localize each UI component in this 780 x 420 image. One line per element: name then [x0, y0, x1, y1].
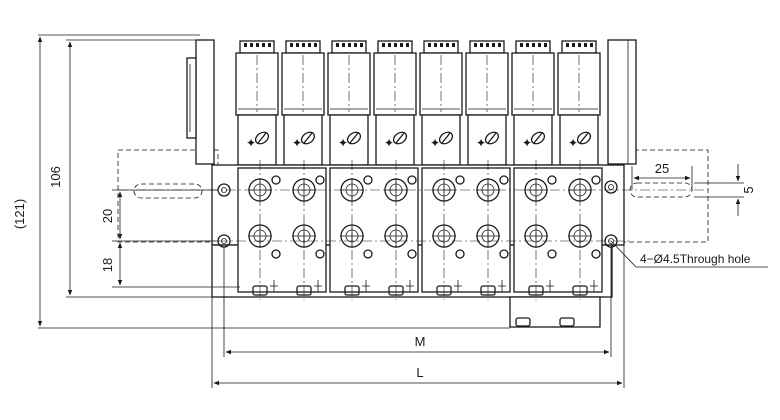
- through-hole-callout: 4−Ø4.5Through hole: [610, 240, 768, 268]
- indicator-mark: ✦: [568, 136, 578, 150]
- override-knob: [346, 131, 362, 145]
- indicator-mark: ✦: [292, 136, 302, 150]
- cap-teeth: [566, 43, 593, 47]
- sub-plate-4: [513, 160, 603, 300]
- dim-label-m: M: [415, 334, 426, 349]
- override-knob: [576, 131, 592, 145]
- screw: [455, 175, 465, 185]
- override-knob: [530, 131, 546, 145]
- screw: [363, 249, 373, 259]
- extension-block: [509, 296, 601, 328]
- dimension-overall-height: (121): [12, 34, 510, 329]
- indicator-mark: ✦: [384, 136, 394, 150]
- sub-plates: [237, 160, 603, 327]
- indicator-mark: ✦: [338, 136, 348, 150]
- screw: [499, 175, 509, 185]
- dimension-pitch-18: 18: [100, 242, 240, 288]
- override-knob: [484, 131, 500, 145]
- sub-plate-body: [513, 167, 603, 293]
- dimension-slot-width: 5: [694, 164, 756, 216]
- indicator-mark: ✦: [246, 136, 256, 150]
- cap-teeth: [244, 43, 271, 47]
- dim-label-18: 18: [100, 258, 115, 272]
- dim-label-l: L: [416, 365, 423, 380]
- screw: [271, 249, 281, 259]
- screw: [407, 249, 417, 259]
- dimension-length-m: M: [223, 247, 612, 357]
- callout-through-hole: 4−Ø4.5Through hole: [640, 252, 751, 266]
- dim-label-5: 5: [741, 186, 756, 193]
- sub-plate-body: [421, 167, 511, 293]
- dim-label-121: (121): [12, 199, 27, 229]
- dimension-pitch-20: 20: [100, 189, 218, 242]
- ext-fitting: [515, 317, 531, 327]
- screw: [271, 175, 281, 185]
- screw: [591, 249, 601, 259]
- valve-body: [513, 114, 553, 166]
- sub-plate-3: [421, 160, 511, 300]
- cap-teeth: [336, 43, 363, 47]
- valve-3: ✦: [327, 40, 371, 166]
- dimension-body-height: 106: [48, 39, 212, 298]
- mount-hole-top-right: [604, 180, 618, 194]
- end-plate: [607, 39, 637, 165]
- connector-housing: [195, 39, 215, 165]
- valve-5: ✦: [419, 40, 463, 166]
- din-rail-right: [617, 149, 709, 243]
- valve-body: [467, 114, 507, 166]
- screw: [363, 175, 373, 185]
- cap-teeth: [382, 43, 409, 47]
- screw: [547, 249, 557, 259]
- right-end-plate: [607, 39, 637, 165]
- screw: [499, 249, 509, 259]
- extension-fittings: [515, 317, 575, 327]
- valve-body: [237, 114, 277, 166]
- valve-2: ✦: [281, 40, 325, 166]
- cap-teeth: [474, 43, 501, 47]
- valve-8: ✦: [557, 40, 601, 166]
- sub-plate-1: [237, 160, 327, 300]
- screw: [407, 175, 417, 185]
- indicator-mark: ✦: [430, 136, 440, 150]
- valve-4: ✦: [373, 40, 417, 166]
- indicator-mark: ✦: [522, 136, 532, 150]
- valve-body: [283, 114, 323, 166]
- valve-body: [329, 114, 369, 166]
- rail-slot-left: [133, 183, 203, 199]
- valve-6: ✦: [465, 40, 509, 166]
- cap-teeth: [290, 43, 317, 47]
- connector-plug: [186, 57, 197, 139]
- screw: [547, 175, 557, 185]
- connector-block: [186, 39, 215, 165]
- override-knob: [300, 131, 316, 145]
- valve-stack: ✦ ✦ ✦ ✦ ✦ ✦ ✦ ✦: [235, 40, 601, 166]
- valve-7: ✦: [511, 40, 555, 166]
- screw: [315, 175, 325, 185]
- ext-fitting: [559, 317, 575, 327]
- screw: [455, 249, 465, 259]
- override-knob: [438, 131, 454, 145]
- valve-body: [375, 114, 415, 166]
- valve-body: [559, 114, 599, 166]
- dim-label-20: 20: [100, 209, 115, 223]
- cap-teeth: [428, 43, 455, 47]
- dim-label-25: 25: [655, 161, 669, 176]
- sub-plate-2: [329, 160, 419, 300]
- sub-plate-body: [237, 167, 327, 293]
- dimension-slot-length: 25: [631, 161, 693, 190]
- valve-1: ✦: [235, 40, 279, 166]
- cap-teeth: [520, 43, 547, 47]
- dim-label-106: 106: [48, 166, 63, 188]
- screw: [315, 249, 325, 259]
- indicator-mark: ✦: [476, 136, 486, 150]
- override-knob: [392, 131, 408, 145]
- dimension-length-l: L: [211, 245, 625, 388]
- sub-plate-body: [329, 167, 419, 293]
- screw: [591, 175, 601, 185]
- override-knob: [254, 131, 270, 145]
- valve-body: [421, 114, 461, 166]
